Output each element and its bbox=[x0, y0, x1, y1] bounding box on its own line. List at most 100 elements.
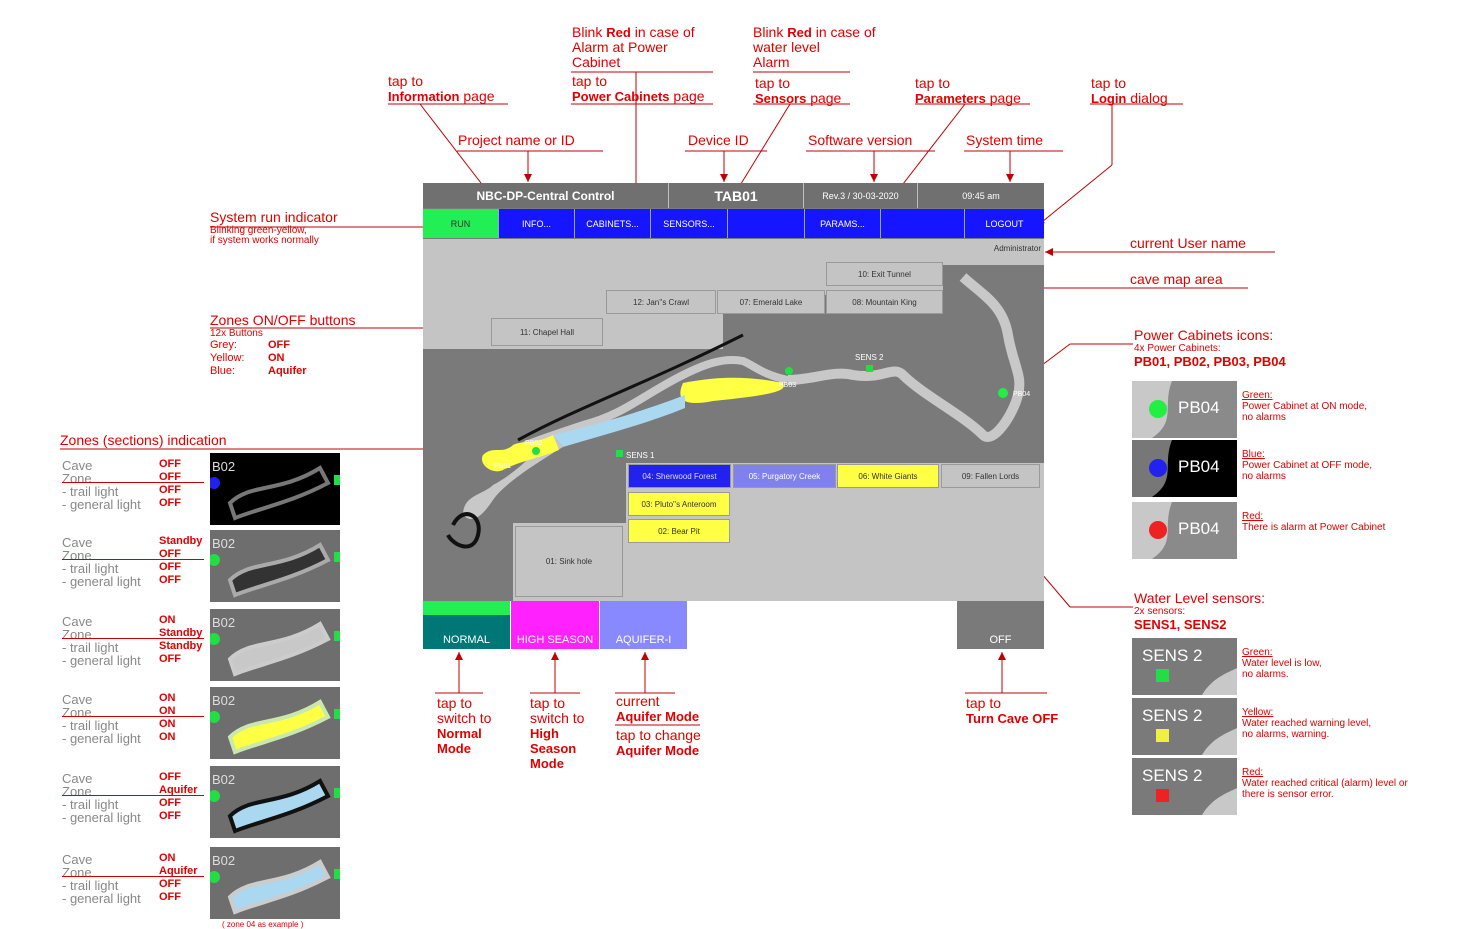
zone-08-button[interactable]: 08: Mountain King bbox=[826, 290, 943, 314]
zone-state-label: Zone bbox=[62, 865, 92, 880]
cabinets-button[interactable]: CABINETS... bbox=[575, 209, 651, 238]
pb04-label: PB04 bbox=[1013, 391, 1030, 398]
zone-09-button[interactable]: 09: Fallen Lords bbox=[941, 464, 1040, 488]
zone-state-label: - trail light bbox=[62, 878, 119, 893]
zone-state-label: - general light bbox=[62, 731, 141, 746]
cave-off-button[interactable]: OFF bbox=[957, 601, 1044, 649]
zone-02-button[interactable]: 02: Bear Pit bbox=[628, 519, 730, 543]
zone-07-button[interactable]: 07: Emerald Lake bbox=[717, 290, 825, 314]
thumbnail-label: B02 bbox=[212, 772, 236, 787]
zone-state-value: OFF bbox=[159, 484, 181, 496]
sens1-label: SENS 1 bbox=[626, 451, 655, 460]
zone-state-value: OFF bbox=[159, 797, 181, 809]
zone-thumbnail: B02 bbox=[210, 687, 340, 759]
zone-state-value: Standby bbox=[159, 640, 203, 652]
power-icons-note: Power Cabinets icons: 4x Power Cabinets:… bbox=[1134, 327, 1286, 370]
thumbnail-label: B02 bbox=[212, 615, 236, 630]
zone-state-value: Aquifer bbox=[159, 784, 198, 796]
legend-description: Yellow:Water reached warning level,no al… bbox=[1242, 707, 1372, 740]
power-cabinet-icon-sample: PB04 bbox=[1132, 440, 1237, 497]
icon-sample-label: PB04 bbox=[1178, 398, 1220, 417]
zone-03-button[interactable]: 03: Pluto''s Anteroom bbox=[628, 492, 730, 516]
aquifer-mode-button[interactable]: AQUIFER-I bbox=[600, 601, 687, 649]
params-button[interactable]: PARAMS... bbox=[805, 209, 881, 238]
zone-state-value: ON bbox=[159, 718, 176, 730]
zone-thumbnail: B02 bbox=[210, 530, 340, 602]
zone-state-label: Zone bbox=[62, 705, 92, 720]
zone-state-value: ON bbox=[159, 731, 176, 743]
project-title: NBC-DP-Central Control bbox=[423, 183, 669, 208]
icon-sample-label: SENS 2 bbox=[1142, 706, 1203, 725]
current-user: Administrator bbox=[993, 244, 1041, 253]
top-panel bbox=[423, 239, 1044, 265]
zone-state-label: - general light bbox=[62, 497, 141, 512]
zone-06-button[interactable]: 06: White Giants bbox=[837, 464, 939, 488]
zone-state-label: Cave bbox=[62, 458, 93, 473]
sensor-icon-sample: SENS 2 bbox=[1132, 638, 1237, 695]
logout-button[interactable]: LOGOUT bbox=[965, 209, 1044, 238]
zone-state-label: - trail light bbox=[62, 718, 119, 733]
zone-state-value: OFF bbox=[159, 497, 181, 509]
zone-state-label: Zone bbox=[62, 548, 92, 563]
zone-state-label: Zone bbox=[62, 784, 92, 799]
zone-state-label: Zone bbox=[62, 471, 92, 486]
zone-state-label: Cave bbox=[62, 614, 93, 629]
system-time: 09:45 am bbox=[918, 183, 1044, 208]
zone-04-button[interactable]: 04: Sherwood Forest bbox=[628, 464, 731, 488]
zone-05-button[interactable]: 05: Purgatory Creek bbox=[733, 464, 836, 488]
zone-thumbnail: B02 bbox=[210, 453, 340, 525]
legend-description: Green:Water level is low,no alarms. bbox=[1242, 647, 1322, 680]
project-name-note: Project name or ID bbox=[458, 132, 575, 148]
icon-sample-label: SENS 2 bbox=[1142, 646, 1203, 665]
zone-state-value: ON bbox=[159, 692, 176, 704]
zone-10-button[interactable]: 10: Exit Tunnel bbox=[826, 262, 943, 286]
normal-mode-button[interactable]: NORMAL bbox=[423, 601, 510, 649]
zones-indication-note: Zones (sections) indication bbox=[60, 432, 227, 448]
zone-state-value: OFF bbox=[159, 878, 181, 890]
zone-state-label: Cave bbox=[62, 535, 93, 550]
sens2-label: SENS 2 bbox=[855, 353, 884, 362]
zone-state-rule bbox=[62, 716, 204, 717]
zone-state-value: OFF bbox=[159, 810, 181, 822]
zone-state-label: - general light bbox=[62, 653, 141, 668]
zone-state-value: OFF bbox=[159, 458, 181, 470]
zone-01-button[interactable]: 01: Sink hole bbox=[515, 526, 623, 597]
zone-state-label: - trail light bbox=[62, 797, 119, 812]
zone-11-button[interactable]: 11: Chapel Hall bbox=[491, 318, 603, 346]
pb02-label: PB02 bbox=[525, 440, 542, 447]
icon-sample-label: PB04 bbox=[1178, 457, 1220, 476]
thumbnail-label: B02 bbox=[212, 536, 236, 551]
zone-state-label: - general light bbox=[62, 891, 141, 906]
thumbnail-label: B02 bbox=[212, 459, 236, 474]
thumbnail-label: B02 bbox=[212, 853, 236, 868]
zone-state-label: - trail light bbox=[62, 561, 119, 576]
system-time-note: System time bbox=[966, 132, 1044, 148]
info-button[interactable]: INFO... bbox=[499, 209, 575, 238]
high-season-button[interactable]: HIGH SEASON bbox=[511, 601, 599, 649]
zone-state-label: - general light bbox=[62, 574, 141, 589]
zone-state-label: - trail light bbox=[62, 484, 119, 499]
zone-state-label: Cave bbox=[62, 692, 93, 707]
nav-empty-slot-2 bbox=[881, 209, 965, 238]
zone-state-value: OFF bbox=[159, 561, 181, 573]
sensors-button[interactable]: SENSORS... bbox=[651, 209, 728, 238]
zone-state-label: Zone bbox=[62, 627, 92, 642]
zone-state-rule bbox=[62, 795, 204, 796]
run-indicator: RUN bbox=[423, 209, 499, 238]
zone-state-value: ON bbox=[159, 852, 176, 864]
zone-state-value: Aquifer bbox=[159, 865, 198, 877]
zone-state-value: OFF bbox=[159, 653, 181, 665]
zone-state-value: OFF bbox=[159, 574, 181, 586]
zone-12-button[interactable]: 12: Jan''s Crawl bbox=[606, 290, 716, 314]
zone-state-rule bbox=[62, 482, 204, 483]
zone-state-value: ON bbox=[159, 614, 176, 626]
icon-sample-label: SENS 2 bbox=[1142, 766, 1203, 785]
